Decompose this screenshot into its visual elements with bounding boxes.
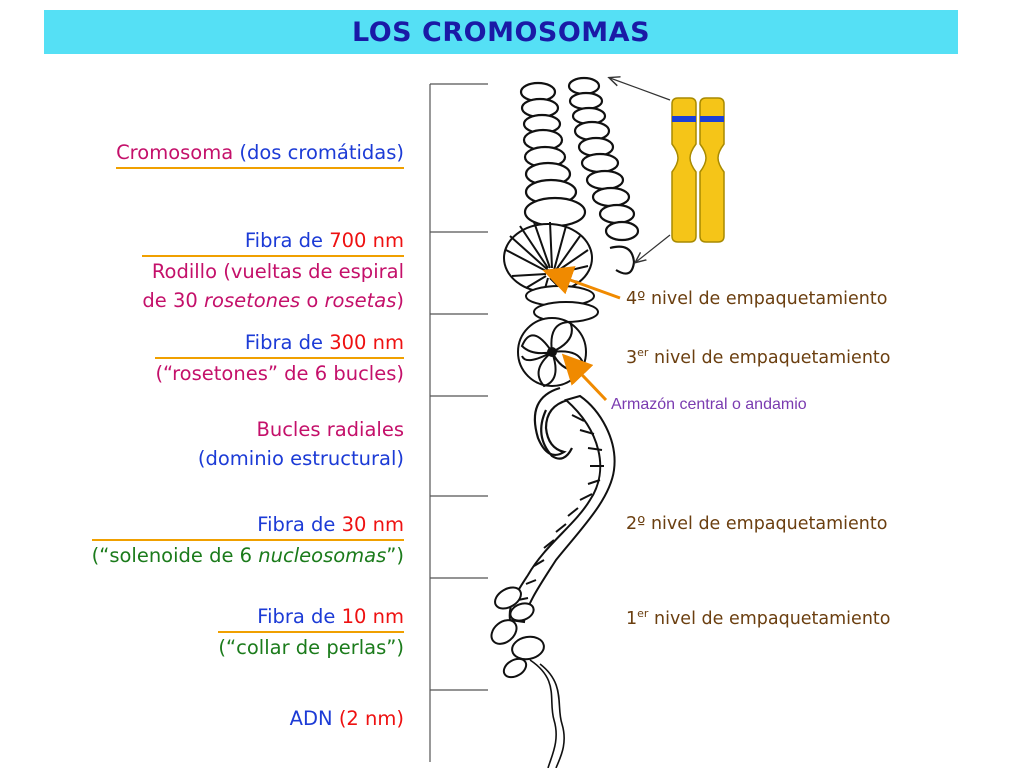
label-nivel-2: 2º nivel de empaquetamiento bbox=[626, 514, 888, 534]
fiber-30nm bbox=[508, 394, 616, 624]
fiber-10nm-beads bbox=[490, 586, 545, 679]
chromosome-icon bbox=[671, 97, 725, 243]
label-fibra-30: Fibra de 30 nm (“solenoide de 6 nucleoso… bbox=[91, 510, 404, 570]
arrow-nivel-4 bbox=[542, 266, 621, 300]
rosette-300nm bbox=[517, 317, 587, 388]
chromatid-coil-right bbox=[567, 76, 640, 275]
label-fibra-300: Fibra de 300 nm (“rosetones” de 6 bucles… bbox=[155, 328, 404, 388]
arrow-armazon bbox=[561, 353, 608, 402]
label-nivel-1: 1er nivel de empaquetamiento bbox=[626, 607, 891, 629]
label-fibra-700: Fibra de 700 nm Rodillo (vueltas de espi… bbox=[142, 226, 404, 315]
orange-arrows bbox=[542, 266, 621, 402]
title-bar: LOS CROMOSOMAS bbox=[44, 10, 958, 54]
chromatid-coil-left bbox=[519, 81, 587, 228]
chromosome-pointers bbox=[610, 78, 671, 262]
scale-bracket bbox=[429, 83, 488, 762]
label-nivel-4: 4º nivel de empaquetamiento bbox=[626, 289, 888, 309]
label-adn: ADN (2 nm) bbox=[289, 707, 404, 730]
page-title: LOS CROMOSOMAS bbox=[351, 16, 651, 48]
label-cromosoma: Cromosoma (dos cromátidas) bbox=[116, 138, 404, 169]
label-nivel-3: 3er nivel de empaquetamiento bbox=[626, 346, 891, 368]
label-bucles: Bucles radiales (dominio estructural) bbox=[197, 418, 404, 470]
label-fibra-10: Fibra de 10 nm (“collar de perlas”) bbox=[218, 602, 404, 662]
dna-strand bbox=[529, 659, 565, 768]
radial-loops bbox=[533, 386, 573, 460]
label-armazon: Armazón central o andamio bbox=[611, 396, 807, 413]
